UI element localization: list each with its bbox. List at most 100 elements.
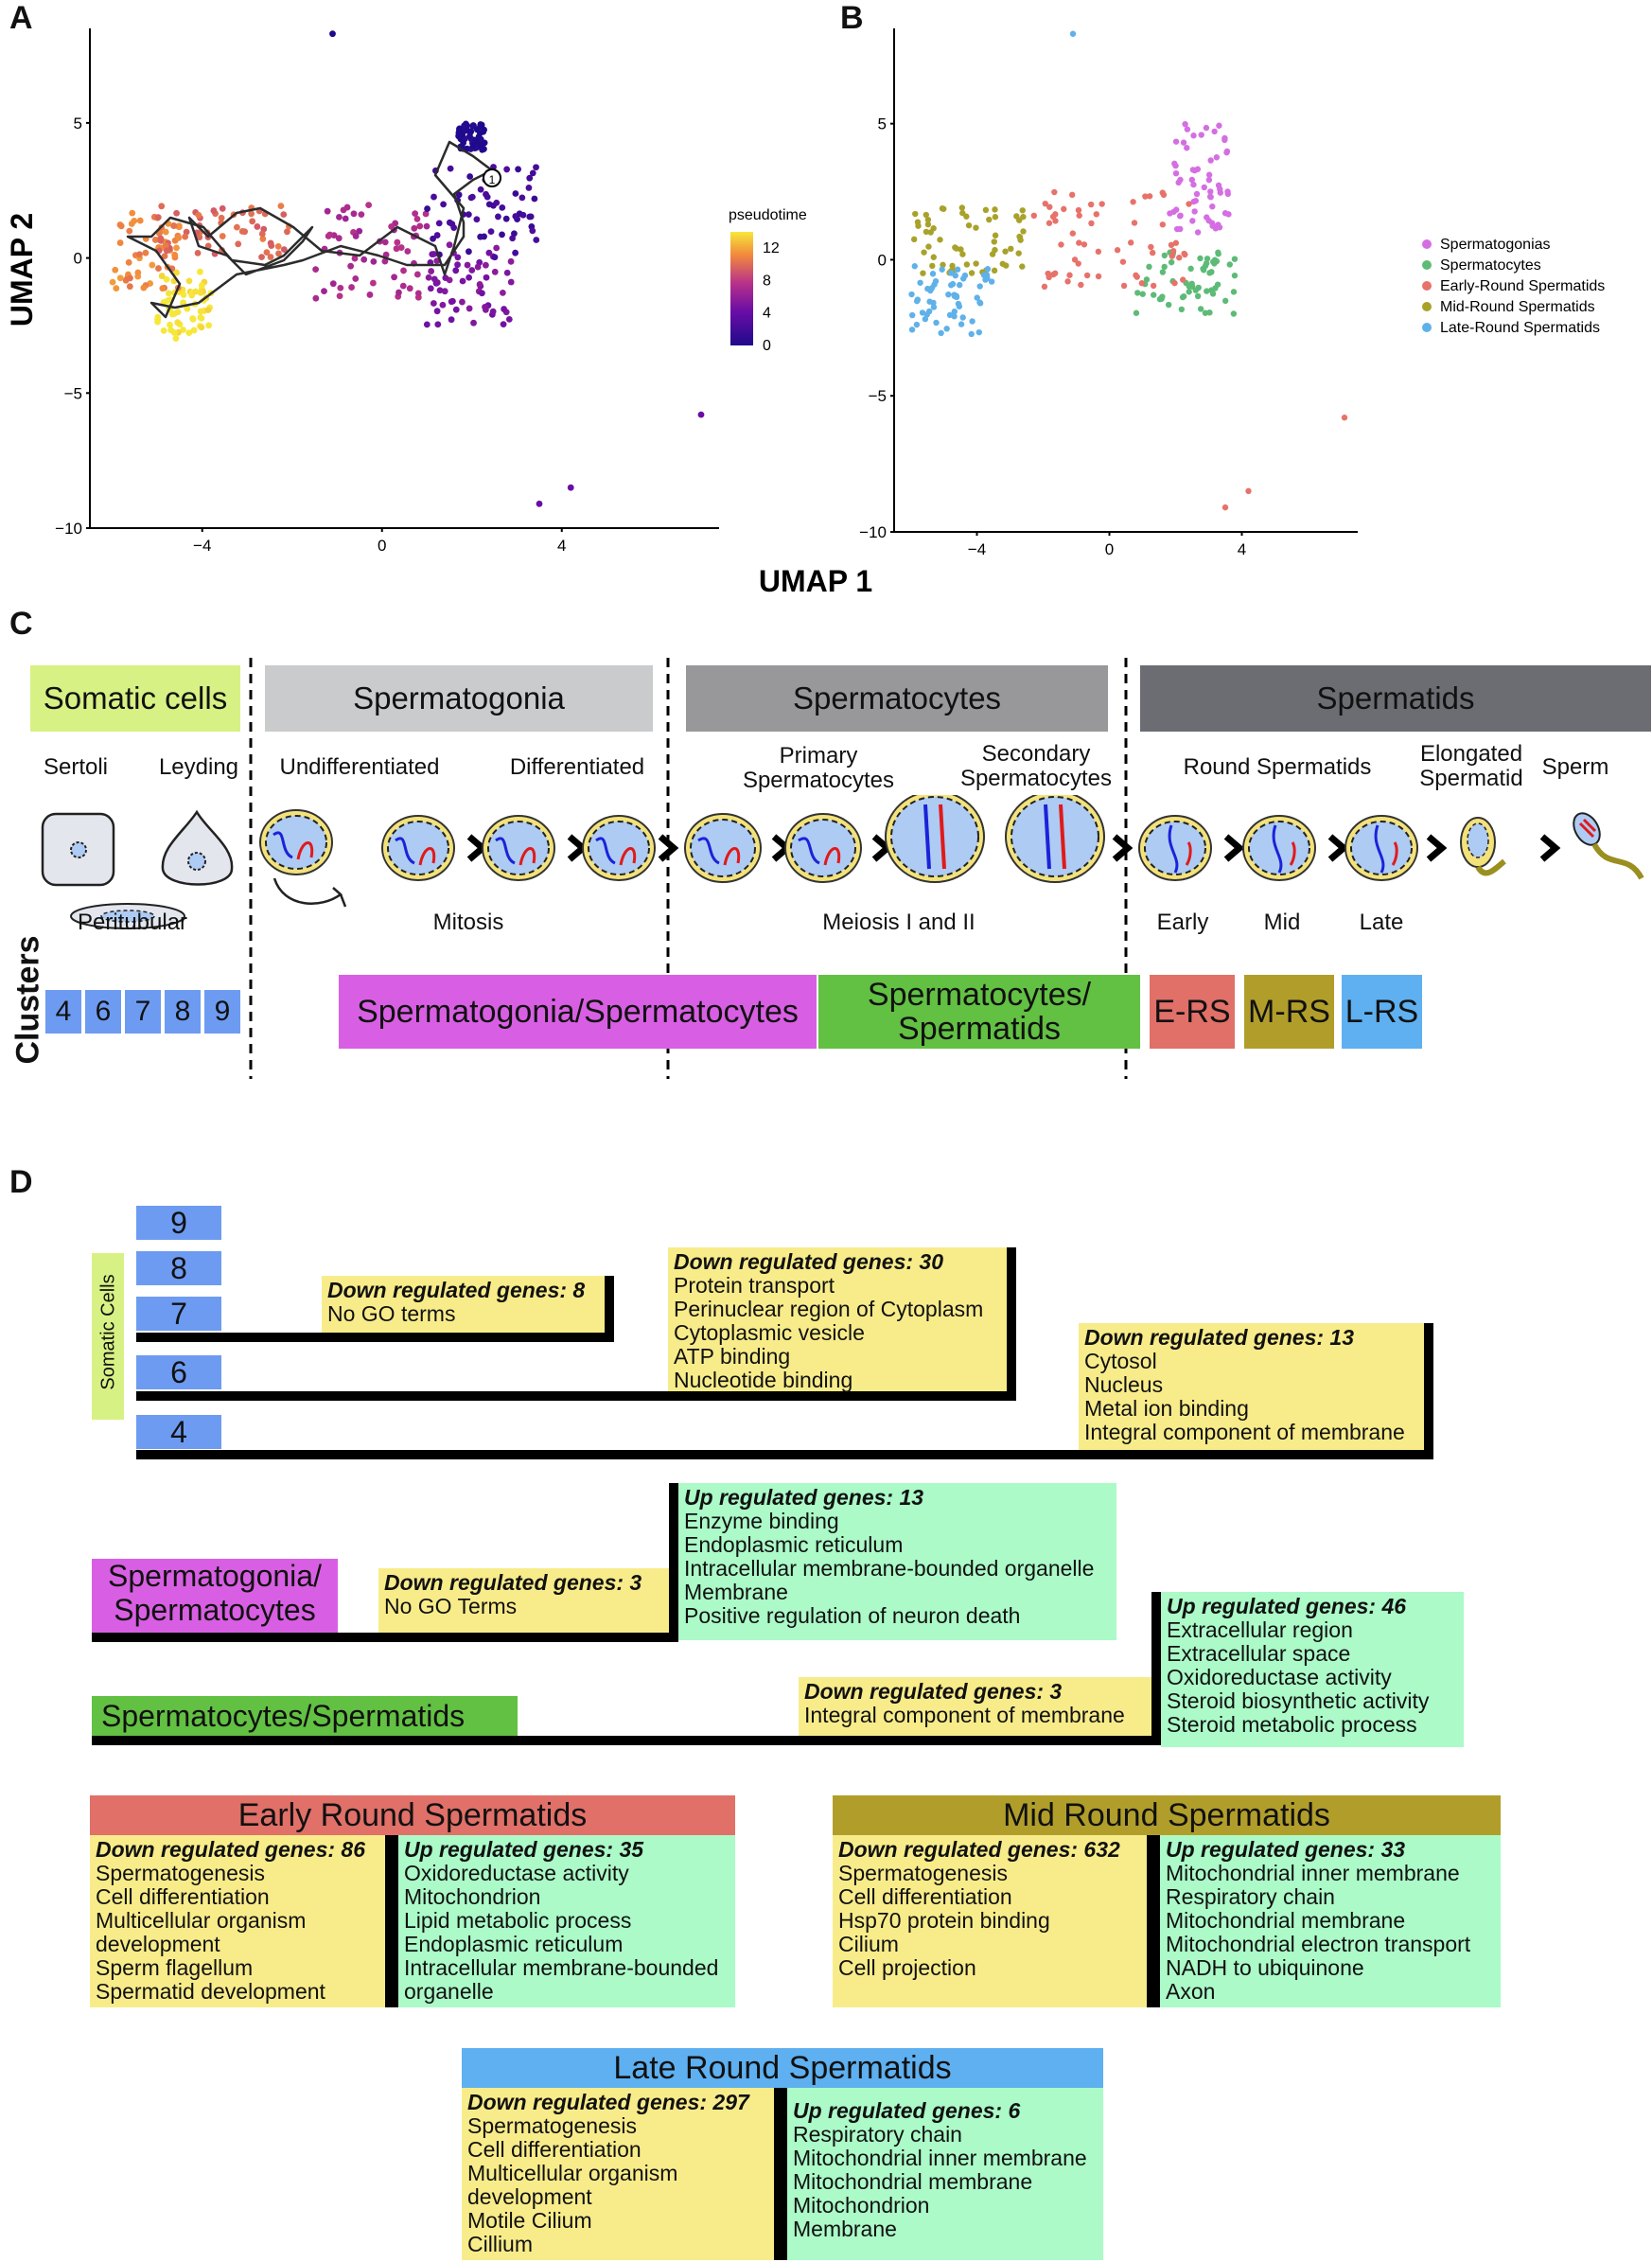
go-box-scst-down: Down regulated genes: 3 Integral compone… xyxy=(799,1677,1151,1736)
data-point xyxy=(275,250,282,257)
data-point xyxy=(172,335,180,343)
data-point xyxy=(1201,184,1207,191)
data-point xyxy=(938,329,944,337)
outlier-point xyxy=(1341,415,1348,421)
data-point xyxy=(142,249,149,256)
data-point xyxy=(913,321,921,328)
data-point xyxy=(477,233,484,240)
y-tick-label: 5 xyxy=(878,115,887,133)
data-point xyxy=(924,221,932,228)
header-spermatocytes: Spermatocytes xyxy=(686,665,1108,732)
y-tick-label: 0 xyxy=(878,251,887,269)
data-point xyxy=(347,262,355,270)
mrs-divider xyxy=(1147,1835,1160,2007)
data-point xyxy=(1180,276,1186,283)
data-point xyxy=(190,327,198,334)
data-point xyxy=(1042,200,1048,207)
data-point xyxy=(1120,282,1128,290)
data-point xyxy=(423,222,431,230)
data-point xyxy=(468,193,476,201)
data-point xyxy=(999,260,1006,267)
data-point xyxy=(476,281,483,288)
header-spermatogonia: Spermatogonia xyxy=(265,665,653,732)
data-point xyxy=(1176,213,1184,220)
data-point xyxy=(1204,256,1211,262)
data-point xyxy=(343,203,351,211)
mrs-title: Mid Round Spermatids xyxy=(833,1795,1501,1835)
scst-bracket-v xyxy=(1151,1592,1161,1745)
data-point xyxy=(268,242,275,250)
data-point xyxy=(1093,211,1100,218)
data-point xyxy=(198,282,205,289)
data-point xyxy=(937,237,943,243)
data-point xyxy=(1130,199,1136,205)
root-node-label: 1 xyxy=(489,173,496,186)
label-undifferentiated: Undifferentiated xyxy=(279,754,440,780)
chevron-right-icon xyxy=(466,834,488,862)
outlier-point xyxy=(1069,30,1077,37)
data-point xyxy=(174,309,182,316)
y-tick-label: −5 xyxy=(869,387,887,405)
label-sperm: Sperm xyxy=(1541,754,1609,780)
data-point xyxy=(154,214,162,221)
data-point xyxy=(956,281,963,289)
data-point xyxy=(992,206,998,213)
data-point xyxy=(480,128,487,135)
data-point xyxy=(113,285,120,292)
data-point xyxy=(329,280,337,288)
data-point xyxy=(425,274,432,281)
data-point xyxy=(459,298,466,306)
colorbar-title: pseudotime xyxy=(729,207,807,223)
data-point xyxy=(1150,282,1157,290)
data-point xyxy=(388,222,395,230)
data-point xyxy=(399,282,407,290)
y-tick-label: −5 xyxy=(64,384,82,402)
data-point xyxy=(184,305,191,312)
trajectory-line xyxy=(126,140,493,319)
data-point xyxy=(412,210,419,218)
data-point xyxy=(1203,124,1210,132)
data-point xyxy=(126,283,133,291)
data-point xyxy=(954,266,961,273)
data-point xyxy=(1172,138,1180,145)
data-point xyxy=(466,133,473,140)
legend-label: Spermatogonias xyxy=(1440,237,1551,253)
data-point xyxy=(1187,265,1194,273)
outlier-point xyxy=(1245,487,1252,495)
data-point xyxy=(406,285,413,292)
umap-a-axes xyxy=(89,28,719,529)
data-point xyxy=(454,261,461,269)
data-point xyxy=(473,126,481,133)
colorbar xyxy=(730,232,753,345)
x-tick-label: 0 xyxy=(1105,540,1114,558)
cluster-square-9: 9 xyxy=(204,990,240,1034)
data-point xyxy=(1197,255,1204,262)
data-point xyxy=(1134,274,1140,280)
data-point xyxy=(277,203,285,210)
data-point xyxy=(1230,310,1238,317)
data-point xyxy=(485,249,493,256)
data-point xyxy=(1151,292,1157,298)
data-point xyxy=(1190,133,1197,139)
data-point xyxy=(1205,171,1213,178)
go-box-mrs-down: Down regulated genes: 632 Spermatogenesi… xyxy=(833,1835,1147,2007)
x-tick-label: 4 xyxy=(557,537,566,555)
data-point xyxy=(248,210,255,218)
data-point xyxy=(1204,288,1210,294)
legend-label: Late-Round Spermatids xyxy=(1440,320,1600,336)
data-point xyxy=(431,193,437,201)
data-point xyxy=(1052,218,1059,224)
data-point xyxy=(1131,220,1138,226)
data-point xyxy=(986,216,993,223)
legend-marker xyxy=(1422,260,1432,270)
outlier-point xyxy=(329,30,336,38)
data-point xyxy=(158,273,166,279)
data-point xyxy=(943,326,950,332)
data-point xyxy=(465,248,472,256)
data-point xyxy=(350,210,358,218)
data-point xyxy=(932,277,940,285)
cluster-num-4: 4 xyxy=(136,1415,221,1449)
data-point xyxy=(324,207,331,215)
data-point xyxy=(1051,270,1059,276)
